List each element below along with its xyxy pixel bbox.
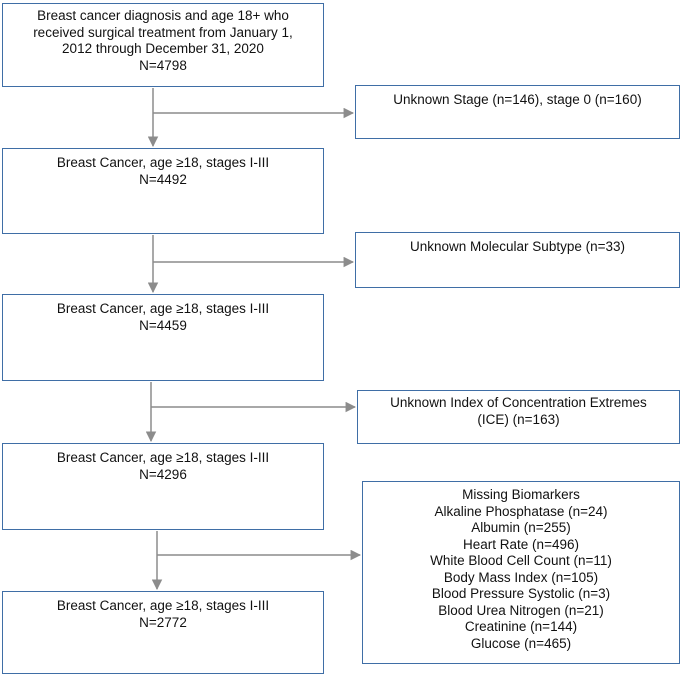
exclusion-box-4-line-4: Heart Rate (n=496)	[463, 536, 579, 552]
main-box-5-line-2: N=2772	[139, 614, 187, 630]
main-box-4-line-2: N=4296	[139, 466, 187, 482]
main-box-1-line-2: received surgical treatment from January…	[33, 24, 293, 40]
exclusion-box-2: Unknown Molecular Subtype (n=33)	[355, 232, 680, 288]
main-box-2-line-1: Breast Cancer, age ≥18, stages I-III	[56, 155, 270, 170]
main-box-2: Breast Cancer, age ≥18, stages I-III N=4…	[2, 148, 324, 234]
exclusion-box-3-line-2: (ICE) (n=163)	[477, 411, 560, 427]
main-box-3-line-1: Breast Cancer, age ≥18, stages I-III	[56, 301, 270, 316]
exclusion-box-3-line-1: Unknown Index of Concentration Extremes	[390, 395, 647, 410]
exclusion-box-2-line-1: Unknown Molecular Subtype (n=33)	[410, 239, 625, 254]
exclusion-box-4-line-9: Creatinine (n=144)	[464, 619, 578, 634]
main-box-1-line-3: 2012 through December 31, 2020	[62, 41, 264, 56]
main-box-5: Breast Cancer, age ≥18, stages I-III N=2…	[2, 591, 324, 674]
main-box-5-line-1: Breast Cancer, age ≥18, stages I-III	[56, 598, 270, 613]
exclusion-box-1: Unknown Stage (n=146), stage 0 (n=160)	[355, 85, 680, 139]
main-box-4-line-1: Breast Cancer, age ≥18, stages I-III	[56, 450, 270, 465]
main-box-4: Breast Cancer, age ≥18, stages I-III N=4…	[2, 443, 324, 530]
main-box-1-line-4: N=4798	[139, 57, 187, 73]
main-box-1-line-1: Breast cancer diagnosis and age 18+ who	[37, 8, 289, 23]
main-box-1: Breast cancer diagnosis and age 18+ who …	[2, 3, 324, 87]
exclusion-box-4-line-3: Albumin (n=255)	[471, 520, 571, 535]
exclusion-box-4: Missing Biomarkers Alkaline Phosphatase …	[362, 481, 680, 664]
exclusion-box-4-line-1: Missing Biomarkers	[462, 487, 580, 502]
main-box-3: Breast Cancer, age ≥18, stages I-III N=4…	[2, 294, 324, 381]
exclusion-box-4-line-10: Glucose (n=465)	[470, 635, 572, 651]
exclusion-box-4-line-6: Body Mass Index (n=105)	[443, 569, 599, 585]
exclusion-box-4-line-5: White Blood Cell Count (n=11)	[430, 553, 612, 568]
exclusion-box-4-line-7: Blood Pressure Systolic (n=3)	[431, 586, 611, 601]
exclusion-box-3: Unknown Index of Concentration Extremes …	[357, 390, 680, 444]
exclusion-box-4-line-8: Blood Urea Nitrogen (n=21)	[438, 602, 604, 618]
exclusion-box-1-line-1: Unknown Stage (n=146), stage 0 (n=160)	[393, 92, 642, 107]
main-box-2-line-2: N=4492	[139, 171, 187, 187]
main-box-3-line-2: N=4459	[139, 317, 187, 333]
exclusion-box-4-line-2: Alkaline Phosphatase (n=24)	[434, 503, 608, 519]
